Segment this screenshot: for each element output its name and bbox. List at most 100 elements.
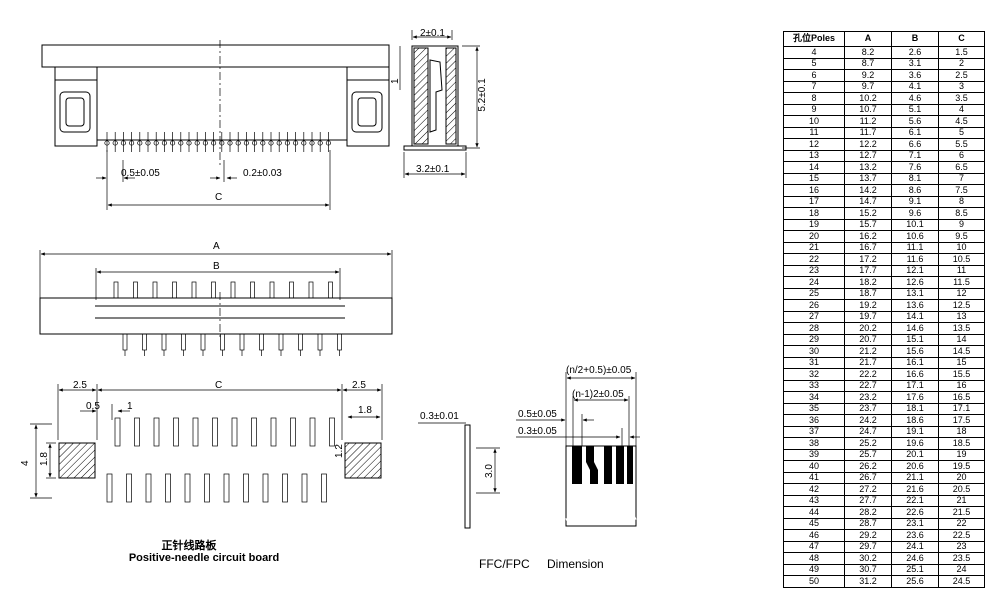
table-header-row: 孔位Poles A B C (783, 31, 985, 47)
ffc-title2: Dimension (547, 557, 604, 571)
bottom-pin-lower (220, 333, 225, 351)
cell-c: 3.5 (938, 92, 985, 105)
bottom-pin-upper (328, 281, 333, 299)
cell-c: 22 (938, 517, 985, 530)
bottom-pin-upper (191, 281, 197, 299)
cell-a: 10.7 (844, 103, 892, 116)
ffc-conductor-span: (n-1)2±0.05 (572, 389, 624, 400)
cell-poles: 25 (783, 287, 845, 300)
pitch-label: 0.5±0.05 (121, 168, 160, 179)
cell-a: 12.2 (844, 138, 892, 151)
pcb-pad-bottom (145, 473, 152, 503)
cell-b: 3.6 (891, 69, 939, 82)
top-pin-head (317, 140, 323, 146)
cell-c: 5.5 (938, 138, 985, 151)
pcb-pad-top (153, 417, 160, 447)
pcb-pad-bottom (184, 473, 191, 503)
cell-b: 19.6 (891, 437, 939, 450)
cell-c: 1.5 (938, 46, 985, 59)
cell-poles: 44 (783, 506, 845, 519)
ffc-contact-length: 3.0 (484, 464, 495, 478)
cell-poles: 42 (783, 483, 845, 496)
top-pin-head (276, 140, 282, 146)
bottom-housing (39, 297, 393, 335)
cell-poles: 17 (783, 195, 845, 208)
cell-c: 18.5 (938, 437, 985, 450)
cell-b: 9.1 (891, 195, 939, 208)
cell-a: 26.7 (844, 471, 892, 484)
cell-c: 23 (938, 540, 985, 553)
top-pin-head (129, 140, 135, 146)
cell-poles: 50 (783, 575, 845, 588)
cell-poles: 48 (783, 552, 845, 565)
cell-poles: 38 (783, 437, 845, 450)
cell-c: 12 (938, 287, 985, 300)
bottom-pin-lower (161, 333, 167, 351)
cell-c: 24.5 (938, 575, 985, 588)
cell-c: 15.5 (938, 368, 985, 381)
pcb-pad-bottom (262, 473, 269, 503)
right-latch (346, 66, 390, 147)
cell-poles: 33 (783, 379, 845, 392)
cell-b: 5.6 (891, 115, 939, 128)
pcb-pad-offset: 0.5 (86, 401, 100, 412)
top-pin-head (227, 140, 233, 146)
cell-c: 16 (938, 379, 985, 392)
cell-b: 12.1 (891, 264, 939, 277)
pcb-signal-pads (106, 417, 335, 503)
cell-poles: 35 (783, 402, 845, 415)
cell-poles: 29 (783, 333, 845, 346)
cell-b: 21.1 (891, 471, 939, 484)
cell-b: 3.1 (891, 57, 939, 70)
cell-c: 11 (938, 264, 985, 277)
top-pin-head (194, 140, 200, 146)
cell-b: 13.6 (891, 299, 939, 312)
cell-b: 21.6 (891, 483, 939, 496)
cell-b: 19.1 (891, 425, 939, 438)
cell-c: 6 (938, 149, 985, 162)
cell-poles: 41 (783, 471, 845, 484)
cell-poles: 28 (783, 322, 845, 335)
ffc-dimension: 0.3±0.01 3.0 (n/2+0.5)±0.05 (n-1)2±0.05 … (418, 365, 640, 529)
cell-c: 4.5 (938, 115, 985, 128)
cell-c: 9 (938, 218, 985, 231)
cell-poles: 18 (783, 207, 845, 220)
cell-a: 28.2 (844, 506, 892, 519)
bottom-pin-upper (152, 281, 158, 299)
cell-a: 28.7 (844, 517, 892, 530)
cell-poles: 16 (783, 184, 845, 197)
right-mount-pad (344, 442, 382, 479)
cell-a: 20.2 (844, 322, 892, 335)
pin-width-label: 0.2±0.03 (243, 168, 282, 179)
top-view-housing (41, 44, 390, 68)
bottom-pin-lower (298, 333, 303, 351)
pcb-pad-pitch: 1 (127, 401, 133, 412)
cell-a: 13.7 (844, 172, 892, 185)
cell-b: 16.6 (891, 368, 939, 381)
cell-a: 29.7 (844, 540, 892, 553)
cell-a: 15.7 (844, 218, 892, 231)
cell-a: 18.7 (844, 287, 892, 300)
pcb-pad-top (329, 417, 335, 447)
cell-c: 16.5 (938, 391, 985, 404)
pcb-layout: 2.5 C 2.5 0.5 1 1.8 4 1.8 1.2 (20, 380, 383, 503)
left-mount-pad (58, 442, 96, 479)
cell-b: 9.6 (891, 207, 939, 220)
top-pin-head (161, 140, 167, 146)
cell-poles: 31 (783, 356, 845, 369)
side-top-width: 2±0.1 (420, 28, 445, 39)
pcb-pad-top (173, 417, 179, 447)
pcb-pad-top (231, 417, 238, 447)
cell-c: 20.5 (938, 483, 985, 496)
top-pin-head (104, 140, 110, 146)
